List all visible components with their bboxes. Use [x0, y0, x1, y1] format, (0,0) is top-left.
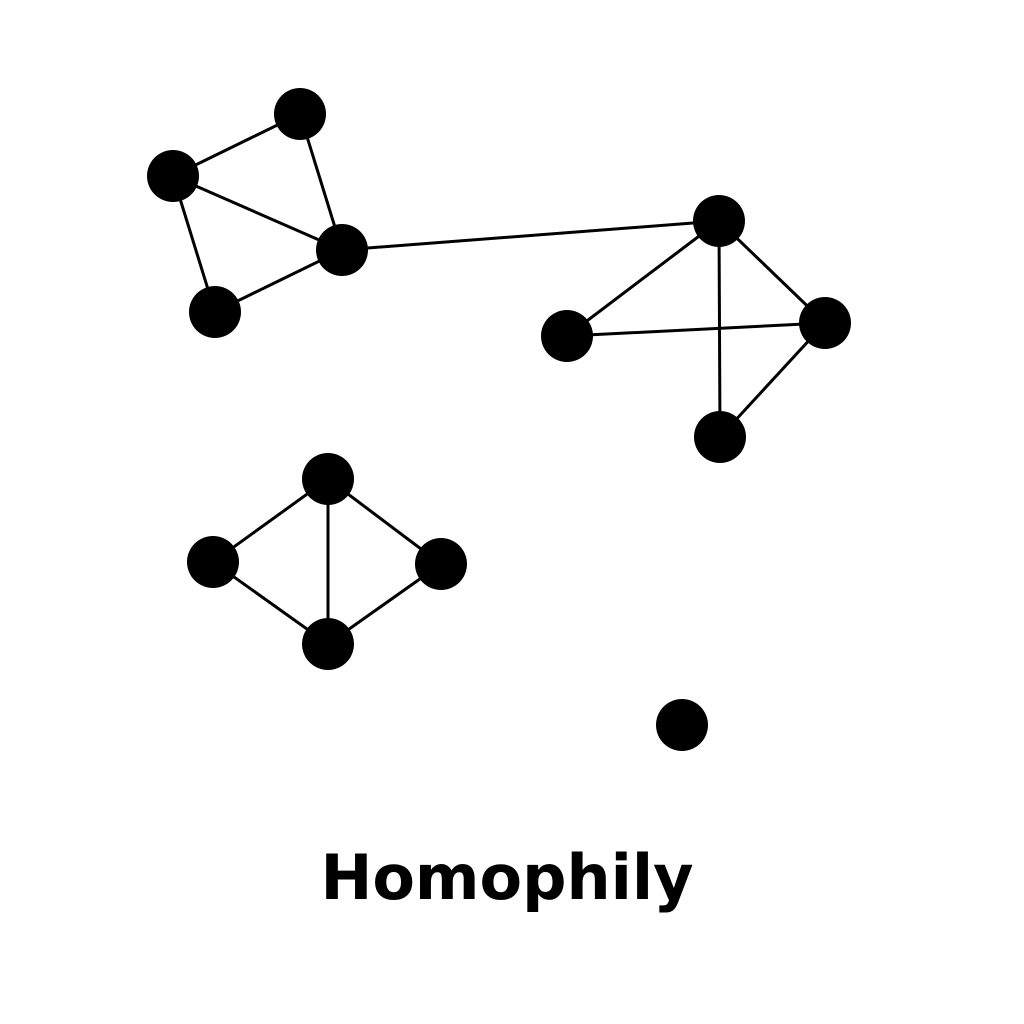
node-a2: [147, 150, 199, 202]
node-c1: [302, 453, 354, 505]
edge-a3-b1: [340, 219, 721, 252]
node-b4: [694, 411, 746, 463]
node-a4: [189, 286, 241, 338]
edge-b2-b3: [565, 321, 827, 338]
node-b2: [541, 310, 593, 362]
node-c4: [302, 618, 354, 670]
edge-b1-b2: [565, 219, 721, 338]
node-layer: [147, 88, 851, 751]
node-b3: [799, 297, 851, 349]
edge-layer: [171, 112, 827, 646]
node-c2: [187, 536, 239, 588]
edge-a2-a3: [171, 174, 344, 252]
node-b1: [693, 195, 745, 247]
node-a1: [274, 88, 326, 140]
diagram-caption: Homophily: [320, 841, 694, 914]
node-d1: [656, 699, 708, 751]
node-a3: [316, 224, 368, 276]
node-c3: [415, 538, 467, 590]
